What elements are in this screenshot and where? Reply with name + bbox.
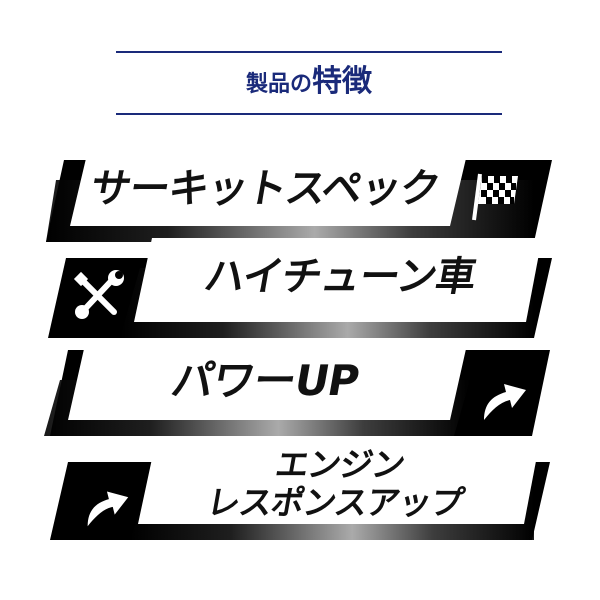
page-title: 製品の特徴 [116, 62, 502, 102]
feature-label-line1: エンジン [272, 445, 408, 484]
feature-banner-power-up: パワーUP [0, 340, 600, 440]
wrench-screwdriver-icon [73, 270, 124, 319]
feature-banner-circuit-spec: サーキットスペック [0, 150, 600, 250]
up-arrow-icon [484, 384, 526, 420]
banner-shape [46, 150, 552, 242]
banner-shape [44, 340, 550, 436]
feature-label: パワーUP [167, 356, 363, 405]
up-arrow-icon [87, 491, 129, 527]
banner-shape [50, 440, 550, 540]
header-rule-bottom [116, 113, 502, 115]
checkered-flag-icon [472, 173, 518, 221]
banner-shape [48, 238, 552, 338]
page-title-part1: 製品の [245, 72, 312, 97]
feature-banner-high-tune: ハイチューン車 [0, 238, 600, 338]
feature-label: ハイチューン車 [200, 254, 480, 300]
page-title-part2: 特徴 [312, 64, 372, 99]
feature-label-line2: レスポンスアップ [203, 483, 467, 522]
header-rule-top [116, 51, 502, 53]
feature-banner-engine-response: エンジン レスポンスアップ [0, 440, 600, 540]
feature-label: サーキットスペック [86, 166, 444, 212]
